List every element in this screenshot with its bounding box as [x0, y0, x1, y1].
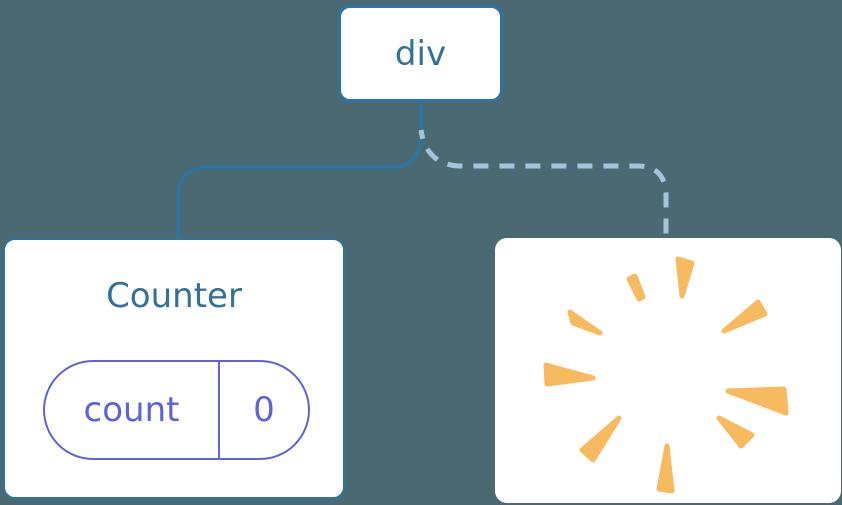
root-node-div: div [338, 5, 503, 102]
solid-link-line [176, 102, 423, 238]
dashed-link-line [418, 129, 669, 238]
removed-component-node [495, 238, 841, 503]
root-node-label: div [394, 33, 447, 74]
state-name-label: count [45, 362, 220, 458]
counter-component-node: Counter count 0 [3, 238, 345, 499]
state-value-label: 0 [253, 390, 275, 430]
state-pill: count 0 [43, 360, 310, 460]
poof-burst-icon [543, 256, 789, 494]
counter-title: Counter [106, 276, 242, 316]
